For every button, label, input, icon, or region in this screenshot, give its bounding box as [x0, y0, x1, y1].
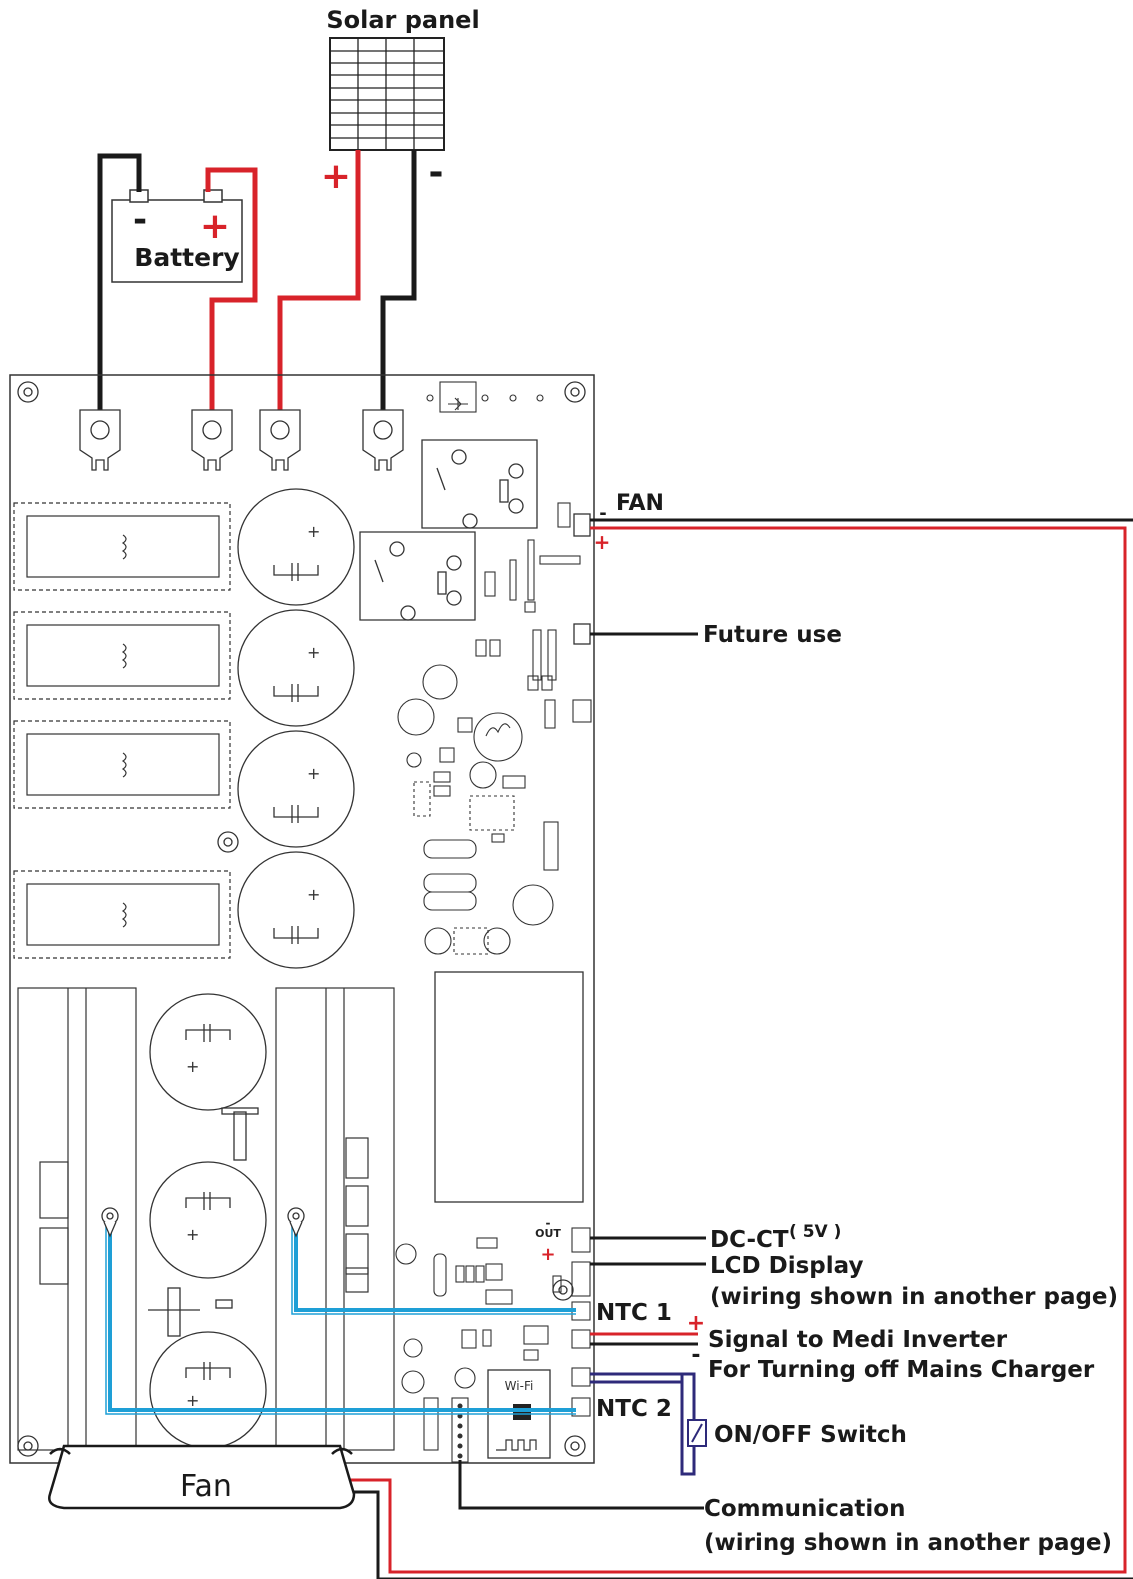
lcd-display-note: (wiring shown in another page) — [710, 1284, 1118, 1310]
dc-ct-voltage: ( 5V ) — [789, 1222, 841, 1242]
solar-positive-wire — [277, 150, 361, 425]
fan: Fan — [48, 1444, 356, 1510]
dc-ct-label: DC-CT — [710, 1227, 789, 1253]
fan-connector — [573, 513, 591, 537]
small-components — [397, 381, 592, 955]
svg-text:+: + — [307, 522, 320, 541]
svg-text:+: + — [307, 885, 320, 904]
svg-text:+: + — [186, 1391, 199, 1410]
fan-wires — [348, 518, 1133, 1579]
future-use-label: Future use — [703, 622, 842, 648]
out-minus-sign: - — [546, 1216, 551, 1230]
switch-wires — [590, 1372, 696, 1476]
wifi-label: Wi-Fi — [505, 1379, 534, 1393]
power-wires — [97, 150, 417, 425]
battery-positive-wire — [205, 167, 258, 425]
inductors — [13, 502, 231, 959]
out-plus-sign: + — [540, 1244, 555, 1265]
signal-line2-label: For Turning off Mains Charger — [708, 1357, 1095, 1383]
solar-negative-wire — [380, 150, 417, 425]
svg-text:+: + — [307, 764, 320, 783]
display-footprint — [434, 971, 584, 1203]
output-capacitors — [148, 993, 267, 1449]
communication-label: Communication — [704, 1496, 905, 1522]
bulk-capacitors — [237, 488, 355, 969]
battery-minus-sign: - — [133, 200, 147, 240]
communication-wire — [458, 1460, 704, 1510]
ntc-wires — [105, 1222, 576, 1415]
lcd-display-label: LCD Display — [710, 1253, 863, 1279]
signal-line1-label: Signal to Medi Inverter — [708, 1327, 1008, 1353]
battery-negative-wire — [97, 153, 142, 425]
communication-note: (wiring shown in another page) — [704, 1530, 1112, 1556]
heatsinks — [17, 987, 395, 1451]
out-label: OUT — [535, 1227, 561, 1240]
future-use-connector — [573, 623, 591, 645]
solar-minus-sign: - — [429, 152, 444, 193]
fan-minus-sign: - — [599, 503, 606, 524]
solar-panel: Solar panel + - — [321, 6, 480, 197]
ntc2-label: NTC 2 — [596, 1396, 672, 1422]
pcb-board: + + + + — [9, 374, 595, 1464]
relays — [359, 439, 538, 621]
svg-text:+: + — [186, 1225, 199, 1244]
fan-plus-sign: + — [594, 530, 611, 554]
solar-panel-label: Solar panel — [326, 6, 479, 34]
mounting-holes — [17, 381, 586, 1457]
signal-minus-sign: - — [691, 1343, 700, 1368]
fan-connector-label: FAN — [616, 491, 664, 516]
battery-label: Battery — [134, 243, 239, 272]
ntc1-label: NTC 1 — [596, 1300, 672, 1326]
fan-label: Fan — [180, 1469, 232, 1504]
battery: - + Battery — [111, 189, 243, 283]
svg-text:+: + — [307, 643, 320, 662]
svg-text:+: + — [186, 1057, 199, 1076]
terminal-lugs — [79, 409, 404, 471]
on-off-switch-label: ON/OFF Switch — [714, 1422, 907, 1448]
solar-plus-sign: + — [321, 156, 351, 197]
signal-plus-sign: + — [687, 1311, 705, 1336]
battery-plus-sign: + — [200, 206, 230, 247]
